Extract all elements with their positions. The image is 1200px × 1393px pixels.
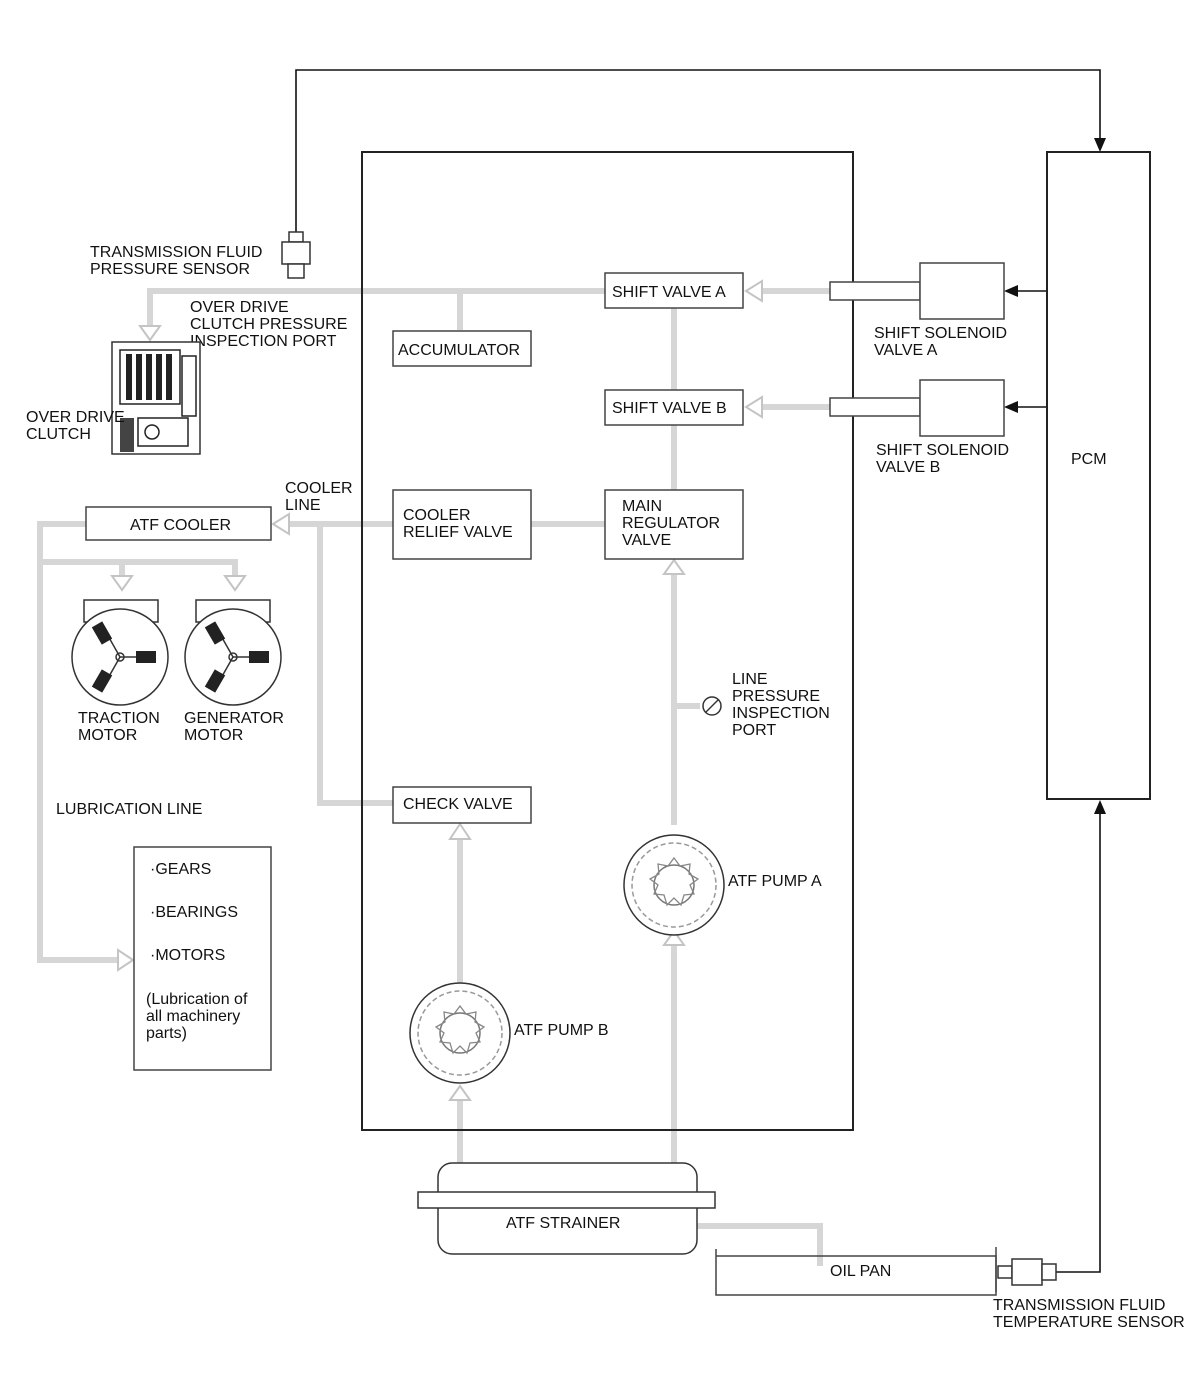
cooler-line-label: COOLER LINE: [285, 480, 357, 514]
check-valve-label: CHECK VALVE: [403, 796, 513, 813]
temperature-sensor-icon: [997, 1258, 1057, 1286]
traction-motor-icon: [71, 599, 169, 706]
main-regulator-valve-box: [604, 489, 744, 560]
accumulator-label: ACCUMULATOR: [398, 342, 520, 359]
atf-pump-b-label: ATF PUMP B: [514, 1022, 609, 1039]
shift-valve-b-box: [604, 389, 744, 426]
tf-pressure-sensor-label: TRANSMISSION FLUID PRESSURE SENSOR: [90, 244, 267, 278]
atf-strainer-icon: [417, 1162, 716, 1255]
line-pressure-port-label: LINE PRESSURE INSPECTION PORT: [732, 671, 834, 739]
lubrication-box: [133, 846, 272, 1071]
cooler-relief-valve-label: COOLER RELIEF VALVE: [403, 507, 513, 541]
generator-motor-label: GENERATOR MOTOR: [184, 710, 288, 744]
fluid-lines: [37, 288, 830, 1266]
shift-solenoid-b-label: SHIFT SOLENOID VALVE B: [876, 442, 1014, 476]
cooler-relief-valve-box: [392, 489, 532, 560]
over-drive-clutch-icon: [111, 341, 201, 455]
pcm-label: PCM: [1071, 451, 1107, 468]
atf-pump-a-label: ATF PUMP A: [728, 873, 822, 890]
pressure-sensor-icon: [281, 231, 311, 279]
oil-pan-icon: [715, 1247, 997, 1296]
traction-motor-label: TRACTION MOTOR: [78, 710, 164, 744]
accumulator-box: [392, 330, 532, 367]
od-clutch-port-label: OVER DRIVE CLUTCH PRESSURE INSPECTION PO…: [190, 299, 352, 350]
lubrication-note: (Lubrication of all machinery parts): [146, 991, 252, 1042]
line-pressure-gauge-icon: [702, 696, 722, 716]
valve-body-frame: [361, 151, 854, 1131]
atf-cooler-label: ATF COOLER: [130, 517, 231, 534]
main-regulator-valve-label: MAIN REGULATOR VALVE: [622, 498, 725, 549]
shift-valve-a-box: [604, 272, 744, 309]
od-clutch-label: OVER DRIVE CLUTCH: [26, 409, 129, 443]
shift-solenoid-valve-a: [829, 262, 1005, 320]
fluid-arrowheads: [110, 279, 763, 1101]
atf-cooler-box: [85, 506, 272, 541]
atf-pump-a-icon: [623, 834, 725, 936]
signal-lines: [295, 69, 1106, 1273]
tf-temperature-sensor-label: TRANSMISSION FLUID TEMPERATURE SENSOR: [993, 1297, 1185, 1331]
oil-pan-label: OIL PAN: [830, 1263, 891, 1280]
shift-valve-b-label: SHIFT VALVE B: [612, 400, 727, 417]
generator-motor-icon: [184, 599, 282, 706]
atf-strainer-label: ATF STRAINER: [506, 1215, 620, 1232]
atf-pump-b-icon: [409, 982, 511, 1084]
shift-valve-a-label: SHIFT VALVE A: [612, 284, 726, 301]
shift-solenoid-a-label: SHIFT SOLENOID VALVE A: [874, 325, 1012, 359]
lubricated-bearings: ·BEARINGS: [150, 904, 238, 921]
lubricated-motors: ·MOTORS: [150, 947, 225, 964]
pcm-box: [1046, 151, 1151, 800]
lubricated-gears: ·GEARS: [150, 861, 211, 878]
check-valve-box: [392, 786, 532, 824]
shift-solenoid-valve-b: [829, 379, 1005, 437]
lubrication-line-label: LUBRICATION LINE: [56, 801, 202, 818]
